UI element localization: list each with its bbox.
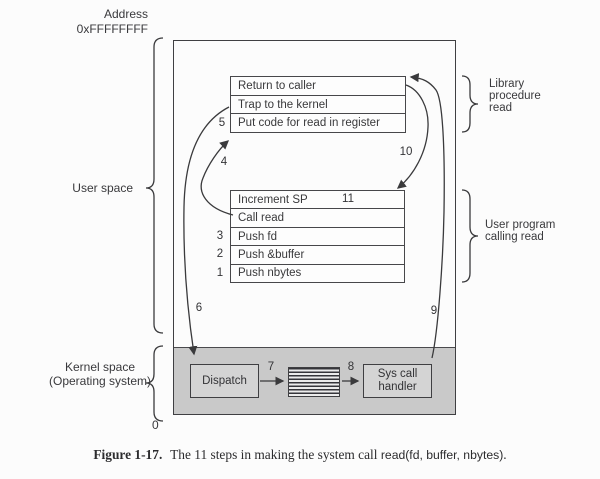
address-label-line2: 0xFFFFFFFF [76, 22, 148, 36]
program-label-line1: User program [485, 219, 556, 231]
step-number-7: 7 [267, 361, 275, 373]
program-row-push-buffer: Push &buffer [231, 245, 404, 263]
library-procedure-brace [461, 75, 479, 133]
step-number-3: 3 [216, 230, 224, 242]
handler-label-line1: Sys call [377, 368, 418, 380]
figure-caption: Figure 1-17. The 11 steps in making the … [10, 447, 590, 463]
address-label: Address 0xFFFFFFFF [40, 7, 148, 37]
library-procedure-box: Return to caller Trap to the kernel Put … [230, 76, 406, 133]
figure-caption-code: read(fd, buffer, nbytes) [380, 448, 504, 462]
step-number-8: 8 [347, 361, 355, 373]
address-zero-label: 0 [152, 418, 159, 432]
user-space-label: User space [72, 181, 133, 195]
user-program-box: Increment SP Call read Push fd Push &buf… [230, 190, 405, 283]
step-number-2: 2 [216, 248, 224, 260]
program-row-push-nbytes: Push nbytes [231, 263, 404, 282]
library-procedure-read-label: Library procedure read [489, 78, 541, 115]
library-label-line1: Library [489, 78, 525, 90]
step-number-1: 1 [216, 267, 224, 279]
step-number-5: 5 [218, 117, 226, 129]
library-row-trap: Trap to the kernel [231, 94, 405, 114]
figure-caption-text: The 11 steps in making the system call [170, 447, 378, 462]
program-row-increment-sp: Increment SP [238, 193, 308, 206]
library-label-line3: read [489, 101, 513, 114]
syscall-table-icon [288, 367, 340, 397]
step-number-11: 11 [342, 193, 354, 205]
dispatch-box: Dispatch [190, 364, 259, 398]
kernel-space-label: Kernel space (Operating system) [40, 360, 160, 388]
figure-caption-period: . [503, 447, 507, 462]
library-row-putcode: Put code for read in register [231, 113, 405, 132]
handler-label-line2: handler [378, 381, 417, 393]
user-program-calling-read-label: User program calling read [485, 219, 555, 244]
step-number-9: 9 [430, 305, 438, 317]
kernel-space-label-line1: Kernel space [64, 360, 136, 374]
library-label-line2: procedure [489, 89, 541, 102]
user-space-brace [145, 37, 164, 334]
dispatch-label: Dispatch [202, 374, 247, 387]
address-label-line1: Address [103, 7, 148, 21]
sys-call-handler-box: Sys call handler [363, 364, 432, 398]
figure-caption-number: Figure 1-17. [93, 447, 163, 462]
kernel-space-label-line2: (Operating system) [48, 373, 152, 388]
program-row-call-read: Call read [231, 208, 404, 226]
step-number-4: 4 [220, 156, 228, 168]
step-number-10: 10 [399, 146, 413, 158]
library-row-return: Return to caller [238, 79, 316, 92]
program-row-push-fd: Push fd [231, 226, 404, 245]
step-number-6: 6 [195, 302, 203, 314]
program-label-line2: calling read [485, 231, 544, 244]
user-program-brace [461, 189, 479, 283]
